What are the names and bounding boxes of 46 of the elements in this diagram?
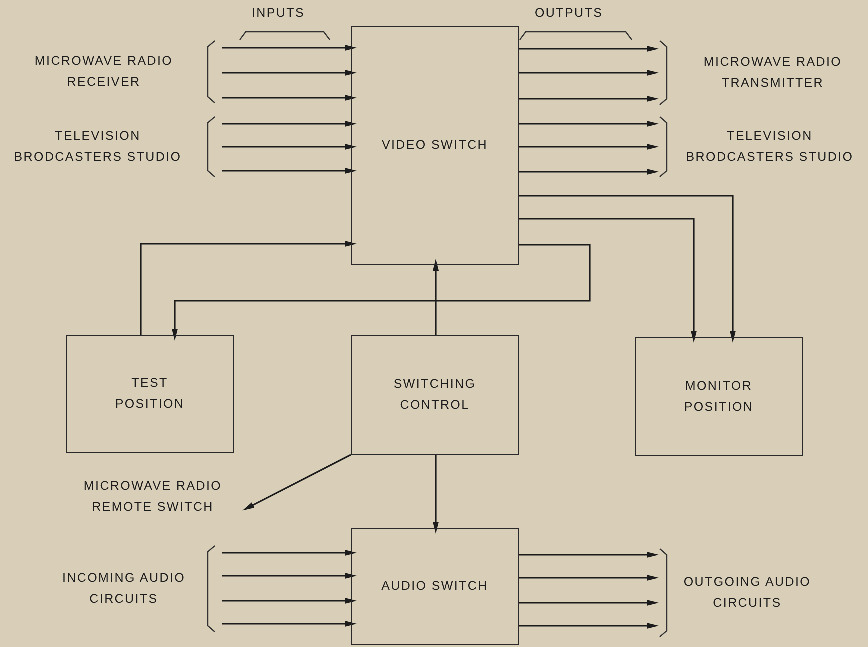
connector-arrow <box>519 575 659 581</box>
connector-arrow <box>519 70 659 76</box>
group-heading: OUTPUTS <box>535 6 604 20</box>
connector-arrow <box>222 621 357 627</box>
connector-arrow <box>519 96 659 102</box>
connector-arrow <box>519 169 659 175</box>
connector-arrow <box>519 218 697 343</box>
connector-arrow <box>519 121 659 127</box>
block-label: MONITOR POSITION <box>683 378 755 416</box>
connector-arrow <box>242 454 352 511</box>
connector-arrow <box>519 600 659 606</box>
connector-arrow <box>222 598 357 604</box>
connector-arrow <box>519 46 659 52</box>
connector-arrow <box>222 168 357 174</box>
group-heading: INPUTS <box>252 6 306 20</box>
group-label: MICROWAVE RADIO TRANSMITTER <box>702 54 844 92</box>
group-label: INCOMING AUDIO CIRCUITS <box>61 570 187 608</box>
block-box <box>351 528 519 645</box>
group-label: MICROWAVE RADIO REMOTE SWITCH <box>82 478 224 516</box>
connector-arrow <box>222 95 357 101</box>
group-label: MICROWAVE RADIO RECEIVER <box>34 53 174 91</box>
connector-arrow <box>222 144 357 150</box>
connector-arrow <box>519 623 659 629</box>
connector-arrow <box>433 259 439 335</box>
block-box <box>635 337 803 456</box>
block-box <box>351 26 519 265</box>
block-label: AUDIO SWITCH <box>380 578 490 596</box>
connector-arrow <box>519 144 659 150</box>
connector-arrow <box>172 244 591 341</box>
group-label: TELEVISION BRODCASTERS STUDIO <box>685 128 855 166</box>
connector-arrow <box>222 573 357 579</box>
block-label: SWITCHING CONTROL <box>392 376 478 414</box>
connector-arrow <box>222 45 357 51</box>
connector-arrow <box>222 121 357 127</box>
block-box <box>351 335 519 455</box>
connector-arrow <box>519 195 736 343</box>
block-label: VIDEO SWITCH <box>380 137 490 154</box>
connector-arrow <box>140 241 357 335</box>
block-box <box>66 335 234 453</box>
connector-arrow <box>519 552 659 558</box>
group-label: OUTGOING AUDIO CIRCUITS <box>682 574 812 612</box>
connector-arrow <box>222 70 357 76</box>
connector-arrow <box>433 455 439 534</box>
group-label: TELEVISION BRODCASTERS STUDIO <box>13 128 183 166</box>
block-label: TEST POSITION <box>114 375 186 413</box>
connector-arrow <box>222 550 357 556</box>
